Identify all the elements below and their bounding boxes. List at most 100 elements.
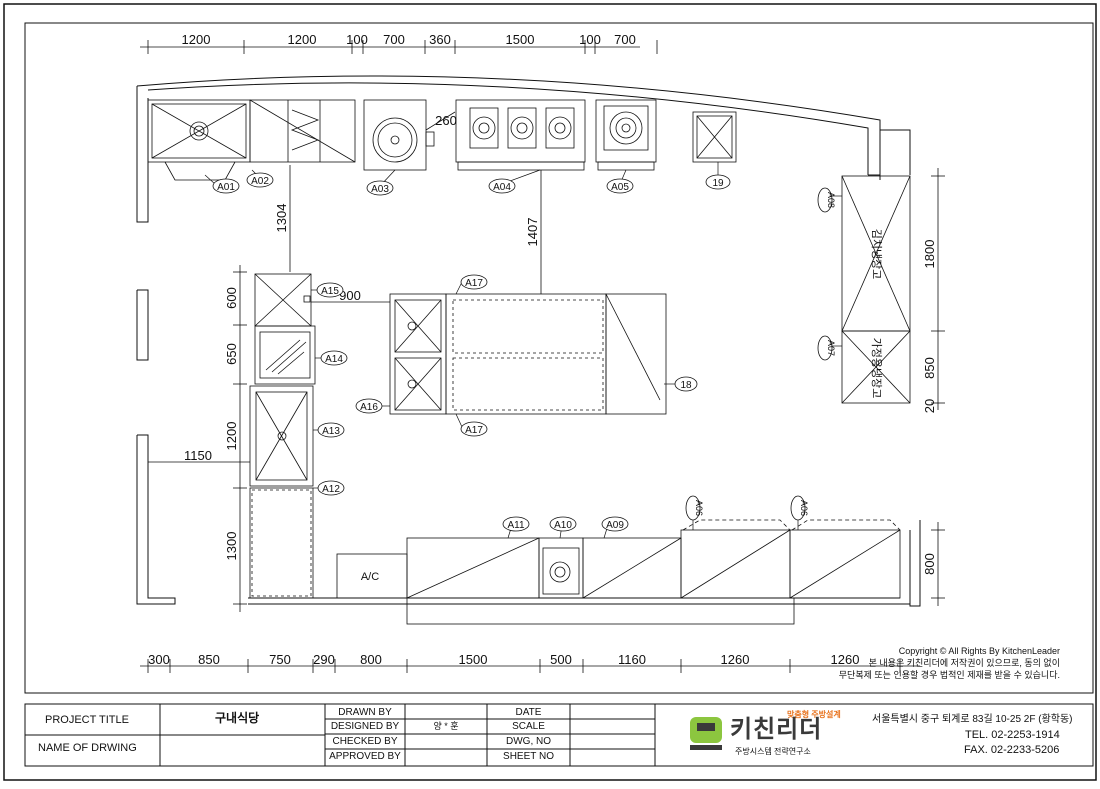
counter-a09 — [582, 537, 682, 599]
svg-text:A17: A17 — [465, 278, 483, 289]
dim-bottom-2: 850 — [198, 652, 220, 667]
left-dimension-line — [233, 265, 247, 612]
svg-text:18: 18 — [680, 380, 692, 391]
dim-top-5: 360 — [429, 32, 451, 47]
dim-left-1: 600 — [224, 287, 239, 309]
dim-top-1: 1200 — [182, 32, 211, 47]
svg-text:A04: A04 — [493, 182, 511, 193]
dim-left-2: 650 — [224, 343, 239, 365]
tag-a06-left: A06 — [685, 495, 704, 521]
outer-frame — [3, 3, 1097, 781]
svg-text:A03: A03 — [371, 184, 389, 195]
inner-frame — [24, 22, 1094, 694]
dim-bottom-5: 800 — [360, 652, 382, 667]
svg-text:A10: A10 — [554, 520, 572, 531]
logo-name: 키친리더 — [730, 716, 823, 743]
svg-text:A11: A11 — [507, 520, 524, 531]
table-18 — [605, 293, 667, 415]
tag-a16: A16 — [355, 398, 383, 414]
company-tel: TEL. 02-2253-1914 — [965, 729, 1060, 741]
copyright-line-3: 무단복제 또는 인용할 경우 법적인 제재를 받을 수 있습니다. — [839, 669, 1060, 680]
tag-a01: A01 — [212, 178, 240, 194]
sink-a01 — [147, 99, 251, 181]
dim-900: 900 — [339, 288, 361, 303]
date-label: DATE — [515, 707, 542, 718]
ac-label: A/C — [361, 571, 379, 583]
company-address: 서울특별시 중구 퇴계로 83길 10-25 2F (황학동) — [872, 714, 1073, 725]
dim-top-6: 1500 — [506, 32, 535, 47]
svg-text:A06: A06 — [799, 500, 809, 516]
right-dimension-line — [931, 168, 945, 606]
svg-text:A17: A17 — [465, 425, 483, 436]
svg-text:A08: A08 — [826, 192, 836, 208]
approved-by-label: APPROVED BY — [329, 751, 401, 762]
fridge-upper-label: 김치냉장고 — [870, 229, 883, 280]
dim-1150: 1150 — [184, 448, 212, 463]
bottom-dimension-line — [140, 659, 920, 673]
dim-right-2: 850 — [922, 357, 937, 379]
tag-a13: A13 — [317, 422, 345, 438]
unit-19 — [692, 111, 737, 163]
dim-left-4: 1300 — [224, 532, 239, 561]
dim-1407: 1407 — [525, 218, 540, 247]
svg-text:A16: A16 — [360, 402, 378, 413]
dim-right-4: 800 — [922, 553, 937, 575]
dim-top-7: 100 — [579, 32, 601, 47]
svg-text:A09: A09 — [606, 520, 624, 531]
title-block — [24, 703, 1094, 767]
dim-bottom-9: 1260 — [721, 652, 750, 667]
dim-left-3: 1200 — [224, 422, 239, 451]
drawn-by-label: DRAWN BY — [338, 707, 392, 718]
kitchen-leader-logo — [690, 717, 722, 750]
tag-a14: A14 — [320, 350, 348, 366]
dim-top-8: 700 — [614, 32, 636, 47]
tag-a17-top: A17 — [460, 274, 488, 290]
tag-a06-right: A06 — [790, 495, 809, 521]
tag-a09: A09 — [601, 516, 629, 532]
tag-a12: A12 — [317, 480, 345, 496]
tag-a17-bottom: A17 — [460, 421, 488, 437]
fridge-a06-left — [680, 519, 791, 599]
scale-label: SCALE — [512, 721, 545, 732]
tag-a05: A05 — [606, 178, 634, 194]
worktable-a17 — [445, 293, 607, 415]
svg-text:A12: A12 — [322, 484, 340, 495]
svg-text:A07: A07 — [826, 340, 836, 356]
leader-lines — [204, 162, 842, 539]
svg-text:A14: A14 — [325, 354, 343, 365]
tag-a02: A02 — [246, 172, 274, 188]
dim-bottom-7: 500 — [550, 652, 572, 667]
range-a04 — [455, 99, 586, 171]
dim-bottom-8: 1160 — [618, 652, 646, 667]
company-fax: FAX. 02-2233-5206 — [964, 744, 1060, 756]
svg-text:A13: A13 — [322, 426, 340, 437]
shelf-a02 — [249, 99, 356, 163]
tag-a11: A11 — [502, 516, 530, 532]
dim-bottom-6: 1500 — [459, 652, 488, 667]
tag-a03: A03 — [366, 180, 394, 196]
tag-a08: A08 — [817, 187, 836, 213]
sink-a13 — [249, 385, 314, 487]
sink-a16 — [389, 293, 447, 415]
tag-a15: A15 — [316, 282, 344, 298]
refrigerator-a07 — [841, 330, 911, 404]
tag-18: 18 — [674, 376, 698, 392]
counter-a11 — [406, 537, 795, 625]
copyright-line-2: 본 내용은 키친리더에 저작권이 있으므로, 동의 없이 — [869, 657, 1060, 668]
cabinet-a15 — [254, 273, 312, 327]
range-a10 — [538, 537, 584, 599]
svg-text:A15: A15 — [321, 286, 339, 297]
designer-name: 양 * 훈 — [433, 721, 459, 731]
soup-kettle-a03 — [363, 99, 456, 171]
copyright-line-1: Copyright © All Rights By KitchenLeader — [899, 646, 1060, 656]
dim-1304: 1304 — [274, 204, 289, 233]
dim-right-3: 20 — [922, 399, 937, 413]
table-a12 — [249, 487, 314, 599]
svg-text:19: 19 — [712, 178, 724, 189]
dim-bottom-3: 750 — [269, 652, 291, 667]
dim-top-4: 700 — [383, 32, 405, 47]
dim-bottom-4: 290 — [313, 652, 335, 667]
dim-right-1: 1800 — [922, 240, 937, 269]
